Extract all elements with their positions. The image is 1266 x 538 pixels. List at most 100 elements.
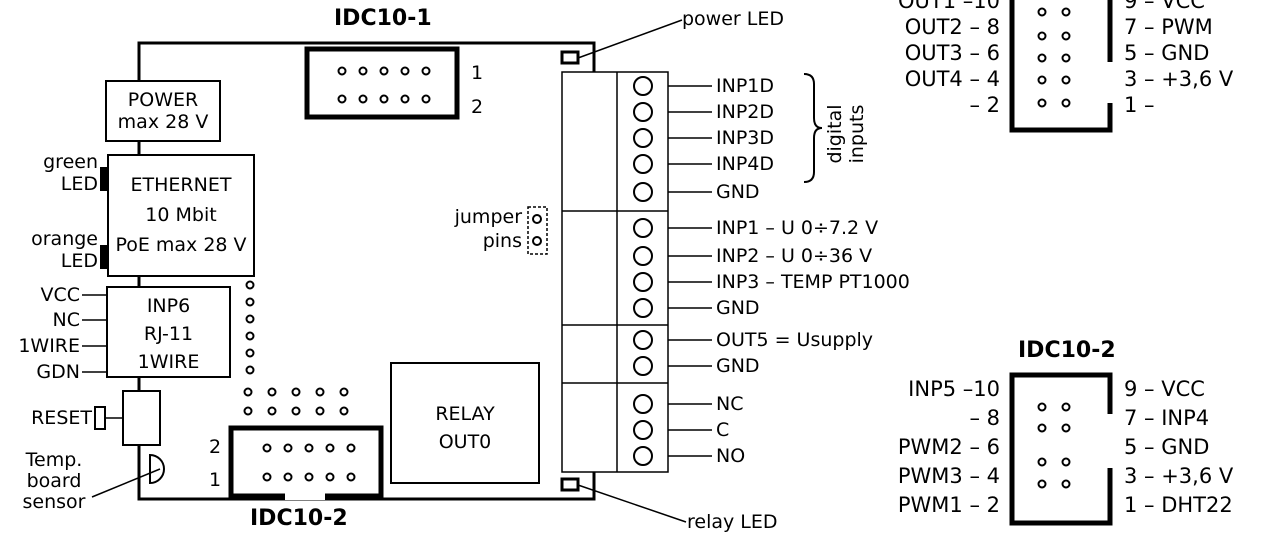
terminal-label: GND <box>716 181 760 203</box>
inp6-connector: RJ-11 <box>143 323 194 345</box>
header-pin <box>245 297 255 307</box>
idc10-2-bottom-title: IDC10-2 <box>250 506 348 531</box>
terminal-label: GND <box>716 297 760 319</box>
terminal-screw <box>633 128 653 148</box>
header-pin <box>245 348 255 358</box>
header-pin <box>245 314 255 324</box>
header-pin <box>339 406 349 416</box>
idc10-2-pinout-pin <box>1061 402 1071 412</box>
terminal-screw <box>633 76 653 96</box>
rj11-pin-vcc: VCC <box>40 284 80 306</box>
pinout-label: – 8 <box>969 406 1000 430</box>
idc10-1-pinout-pin <box>1061 75 1071 85</box>
terminal-label: OUT5 = Usupply <box>716 329 874 351</box>
idc10-1-pin1-label: 1 <box>471 62 484 84</box>
idc10-2-pinout-pin <box>1061 479 1071 489</box>
inp6-protocol: 1WIRE <box>137 351 200 373</box>
idc10-2-pinout-pin <box>1061 423 1071 433</box>
terminal-label: C <box>716 419 730 441</box>
terminal-label: GND <box>716 355 760 377</box>
idc10-1-pin <box>379 94 389 104</box>
relay-block: RELAY OUT0 <box>390 362 540 484</box>
idc10-2-pin <box>325 443 335 453</box>
terminal-label: INP3 – TEMP PT1000 <box>716 271 910 293</box>
inp6-block: INP6 RJ-11 1WIRE <box>106 286 231 378</box>
power-rating: max 28 V <box>117 111 209 133</box>
terminal-screw <box>633 420 653 440</box>
idc10-1-pinout-pin <box>1061 98 1071 108</box>
rj11-pin-gdn: GDN <box>36 361 80 383</box>
reset-label: RESET <box>31 407 92 429</box>
terminal-screw <box>633 394 653 414</box>
rj11-pin-nc: NC <box>52 309 80 331</box>
pinout-label: OUT3 – 6 <box>904 41 1000 65</box>
idc10-2-pinout-pin <box>1037 402 1047 412</box>
terminal-screw <box>633 154 653 174</box>
terminal-screw <box>633 246 653 266</box>
pinout-label: 3 – +3,6 V <box>1124 67 1234 91</box>
power-title: POWER <box>127 89 199 111</box>
header-pin <box>245 365 255 375</box>
idc10-1-pinout-pin <box>1061 31 1071 41</box>
idc10-1-pin <box>421 66 431 76</box>
idc10-2-pin <box>346 443 356 453</box>
idc10-1-pinout-pin <box>1037 98 1047 108</box>
idc10-2-pinout-title: IDC10-2 <box>1018 338 1116 363</box>
idc10-1-pinout-pin <box>1037 53 1047 63</box>
idc10-1-pin <box>337 94 347 104</box>
terminal-screw <box>633 182 653 202</box>
idc10-2-pin <box>283 443 293 453</box>
header-pin <box>267 406 277 416</box>
header-pin <box>291 406 301 416</box>
terminal-screw <box>633 102 653 122</box>
ethernet-poe: PoE max 28 V <box>115 234 247 256</box>
pinout-label: INP5 –10 <box>908 377 1000 401</box>
pinout-label: 3 – +3,6 V <box>1124 464 1234 488</box>
idc10-2-pin <box>346 472 356 482</box>
terminal-label: NC <box>716 393 744 415</box>
terminal-screw <box>633 218 653 238</box>
idc10-2-pin <box>325 472 335 482</box>
pinout-label: 9 – VCC <box>1124 0 1205 13</box>
power-led-label: power LED <box>682 8 784 30</box>
idc10-1-title: IDC10-1 <box>334 6 432 31</box>
relay-output: OUT0 <box>438 431 492 453</box>
idc10-2-pin <box>304 472 314 482</box>
idc10-1-pin2-label: 2 <box>471 96 484 118</box>
pinout-label: 5 – GND <box>1124 435 1210 459</box>
header-pin <box>245 331 255 341</box>
idc10-2-pinout-pin <box>1037 423 1047 433</box>
header-pin <box>291 387 301 397</box>
terminal-label: INP4D <box>716 153 774 175</box>
inp6-title: INP6 <box>146 295 191 317</box>
header-pin <box>339 387 349 397</box>
idc10-2-pin1-label: 1 <box>209 469 222 491</box>
terminal-label: INP2 – U 0÷36 V <box>716 245 873 267</box>
idc10-1-pin <box>358 94 368 104</box>
idc10-1-pin <box>400 94 410 104</box>
terminal-label: INP1 – U 0÷7.2 V <box>716 217 879 239</box>
idc10-2-pinout-pin <box>1037 479 1047 489</box>
pinout-label: 5 – GND <box>1124 41 1210 65</box>
pinout-label: 7 – PWM <box>1124 15 1213 39</box>
relay-title: RELAY <box>435 403 495 425</box>
pinout-label: PWM3 – 4 <box>897 464 1000 488</box>
pinout-label: OUT4 – 4 <box>904 67 1000 91</box>
header-pin <box>315 406 325 416</box>
idc10-1-pin <box>400 66 410 76</box>
terminal-screw <box>633 446 653 466</box>
idc10-2-pin <box>304 443 314 453</box>
pinout-label: OUT2 – 8 <box>904 15 1000 39</box>
idc10-1-pin <box>358 66 368 76</box>
idc10-1-pin <box>421 94 431 104</box>
ethernet-block: ETHERNET 10 Mbit PoE max 28 V <box>107 154 255 277</box>
relay-led-label: relay LED <box>687 511 778 533</box>
header-pin <box>243 406 253 416</box>
pinout-label: 1 – <box>1124 93 1155 117</box>
terminal-screw <box>633 330 653 350</box>
